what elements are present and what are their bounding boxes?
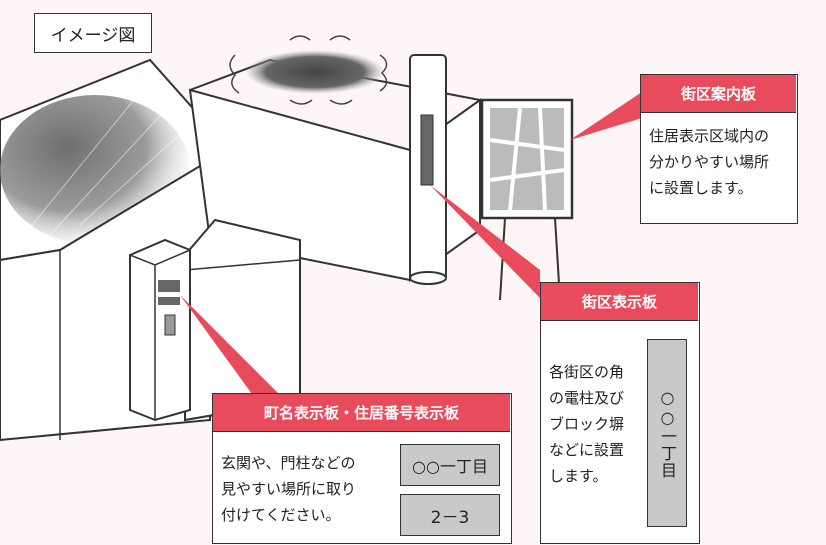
block-guide-line: に設置します。 — [649, 179, 753, 197]
house-sign-callout: 町名表示板・住居番号表示板 玄関や、門柱などの 見やすい場所に取り 付けてくださ… — [212, 393, 512, 544]
town-name-plate-text: ○○一丁目 — [412, 457, 488, 476]
house-sign-line: 付けてください。 — [221, 506, 341, 524]
block-guide-text: 住居表示区域内の 分かりやすい場所 に設置します。 — [649, 123, 769, 201]
house-sign-heading: 町名表示板・住居番号表示板 — [213, 394, 510, 432]
block-guide-callout: 街区案内板 住居表示区域内の 分かりやすい場所 に設置します。 — [640, 74, 798, 224]
block-sign-plate-text: ○○一丁目 — [658, 387, 677, 479]
utility-pole — [409, 54, 447, 285]
block-sign-line: 各街区の角 — [549, 363, 625, 381]
gate-post — [129, 238, 191, 422]
block-sign-line: します。 — [549, 467, 608, 485]
block-sign-line: などに設置 — [549, 441, 625, 459]
house-sign-line: 玄関や、門柱などの — [221, 454, 356, 472]
house-sign-line: 見やすい場所に取り — [221, 480, 357, 498]
block-sign-line: ブロック塀 — [549, 415, 625, 433]
block-guide-heading: 街区案内板 — [641, 75, 796, 113]
tree — [229, 35, 388, 105]
block-sign-text: 各街区の角 の電柱及び ブロック塀 などに設置 します。 — [549, 359, 624, 489]
house-number-plate: 2－3 — [400, 494, 500, 536]
block-sign-callout: 街区表示板 各街区の角 の電柱及び ブロック塀 などに設置 します。 ○○一丁目 — [540, 282, 700, 544]
block-guide-line: 住居表示区域内の — [649, 127, 770, 145]
block-sign-heading: 街区表示板 — [541, 283, 698, 321]
house-sign-text: 玄関や、門柱などの 見やすい場所に取り 付けてください。 — [221, 450, 356, 528]
town-name-plate: ○○一丁目 — [400, 444, 500, 486]
block-guide-line: 分かりやすい場所 — [649, 153, 770, 171]
leader-lines — [180, 92, 642, 405]
block-sign-plate: ○○一丁目 — [647, 339, 687, 527]
house-number-plate-text: 2－3 — [430, 507, 470, 528]
block-sign-line: の電柱及び — [549, 389, 625, 407]
diagram-title: イメージ図 — [34, 13, 152, 53]
